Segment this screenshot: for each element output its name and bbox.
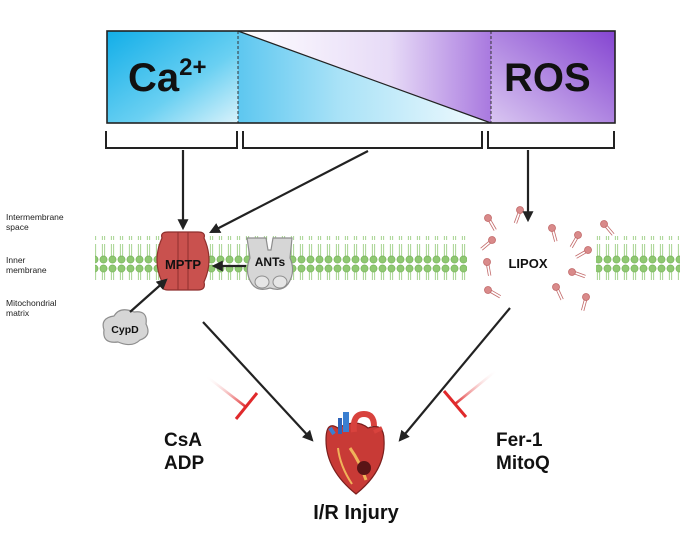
arrow-lipox-to-heart xyxy=(398,307,511,442)
ros-segment xyxy=(491,31,615,123)
inhibitor-mitoq: MitoQ xyxy=(496,453,550,474)
ca-segment xyxy=(107,31,238,123)
arrow-mid-to-mptp xyxy=(209,150,369,234)
arrows xyxy=(129,150,534,442)
ants-transporter xyxy=(246,237,294,290)
inhibitor-fer1: Fer-1 xyxy=(496,430,543,451)
outcome-label: I/R Injury xyxy=(313,502,399,524)
mptp-label: MPTP xyxy=(165,257,201,272)
ros-label: ROS xyxy=(504,56,591,100)
arrow-cypd-to-mptp xyxy=(129,278,168,313)
mitochondrial-matrix-label: Mitochondrial matrix xyxy=(6,298,57,318)
brackets xyxy=(105,131,615,149)
inhibition-bar-icon-right xyxy=(442,368,498,418)
cypd-protein xyxy=(102,309,149,346)
inner-membrane-label: Inner membrane xyxy=(6,255,47,275)
heart-icon xyxy=(325,410,385,495)
intermembrane-space-label: Intermembrane space xyxy=(6,212,64,232)
inhibition-bar-icon-left xyxy=(205,374,259,420)
gradient-bar: Ca2+ ROS xyxy=(106,30,616,124)
lipox-label: LIPOX xyxy=(508,256,547,271)
inhibitor-csa: CsA xyxy=(164,430,203,451)
cypd-label: CypD xyxy=(111,324,139,336)
ca-label: Ca2+ xyxy=(128,54,207,100)
ants-label: ANTs xyxy=(255,255,286,269)
lipid-molecule-icons xyxy=(480,206,615,312)
inhibitor-adp: ADP xyxy=(164,453,205,474)
arrow-mptp-to-heart xyxy=(202,321,314,442)
